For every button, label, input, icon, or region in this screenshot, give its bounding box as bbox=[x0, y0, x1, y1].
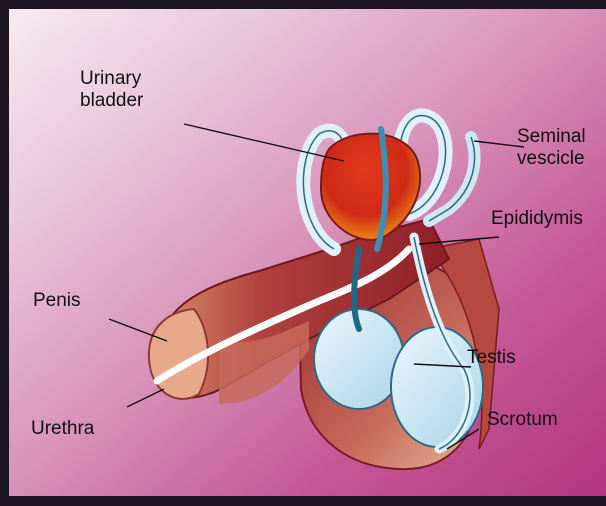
label-urinary-bladder-line1: Urinary bbox=[80, 68, 141, 90]
label-testis: Testis bbox=[467, 347, 516, 369]
label-urethra: Urethra bbox=[31, 418, 94, 440]
label-scrotum: Scrotum bbox=[487, 409, 558, 431]
label-penis: Penis bbox=[33, 290, 81, 312]
label-urinary-bladder-line2: bladder bbox=[80, 90, 143, 112]
label-seminal-vescicle-line1: Seminal bbox=[517, 126, 586, 148]
urinary-bladder-shape bbox=[321, 134, 420, 240]
label-epididymis: Epididymis bbox=[491, 208, 583, 230]
label-seminal-vescicle-line2: vescicle bbox=[517, 148, 585, 170]
